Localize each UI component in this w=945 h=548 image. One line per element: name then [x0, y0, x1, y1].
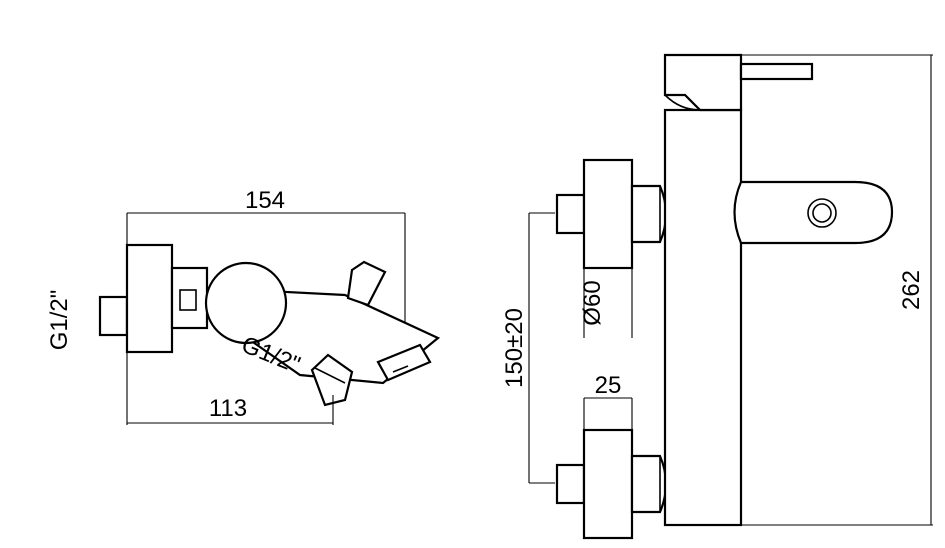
- side-view: 154 G1/2" G1/2" 113: [46, 187, 441, 425]
- wall-flange: [125, 243, 174, 354]
- outlet-distance-label: 113: [209, 395, 247, 422]
- outlet-connector: [310, 353, 354, 407]
- top-handle: [663, 53, 743, 112]
- spout-tip: [376, 343, 432, 382]
- upper-flange: [582, 158, 634, 270]
- connector-block: [170, 266, 209, 330]
- spout-aerator: [392, 365, 409, 373]
- width-label: 154: [245, 187, 285, 214]
- depth-label: 25: [595, 372, 622, 399]
- lower-flange: [582, 428, 634, 540]
- outlet-edge: [314, 367, 346, 384]
- inlet-connector: [98, 295, 129, 337]
- connector-inner: [179, 289, 197, 311]
- mixer-body: [204, 261, 288, 345]
- inlet-thread-label: G1/2": [46, 290, 73, 351]
- centre-distance-label: 150±20: [501, 308, 528, 388]
- main-body: [663, 108, 743, 527]
- aerator-inner: [812, 203, 832, 223]
- height-label: 262: [898, 270, 925, 310]
- lower-inlet-stub: [555, 463, 586, 505]
- front-view: 150±20 Ø60 25 262: [501, 53, 933, 540]
- handle-curve: [664, 94, 701, 111]
- aerator-ring: [807, 198, 837, 228]
- upper-inlet-stub: [555, 193, 586, 235]
- upper-nut: [630, 184, 668, 244]
- diameter-label: Ø60: [579, 280, 606, 325]
- lever: [346, 260, 387, 307]
- lower-nut: [630, 454, 668, 514]
- handle-lever: [739, 62, 814, 81]
